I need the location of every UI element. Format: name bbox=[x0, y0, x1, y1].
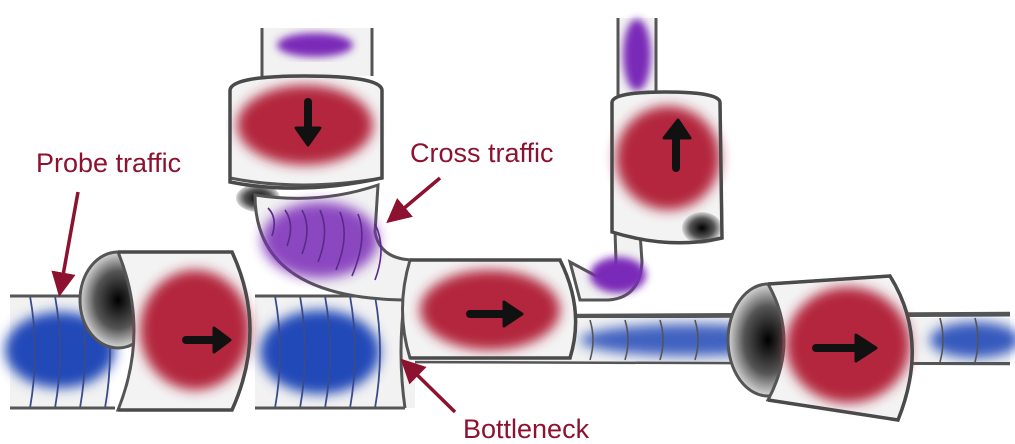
cross-bend-pipe bbox=[255, 185, 415, 300]
bottleneck-pipe bbox=[255, 296, 415, 408]
queue-cylinder-2 bbox=[403, 260, 576, 358]
probe-traffic-label: Probe traffic bbox=[36, 150, 181, 177]
queue-cylinder-cross-out bbox=[612, 92, 722, 244]
bottleneck-label: Bottleneck bbox=[463, 416, 589, 443]
probe-callout-arrow bbox=[60, 192, 78, 292]
cross-callout-arrow bbox=[390, 178, 440, 220]
queue-cylinder-3 bbox=[728, 276, 912, 420]
cross-traffic-label: Cross traffic bbox=[410, 140, 554, 167]
cross-inlet-pipe bbox=[262, 28, 372, 76]
